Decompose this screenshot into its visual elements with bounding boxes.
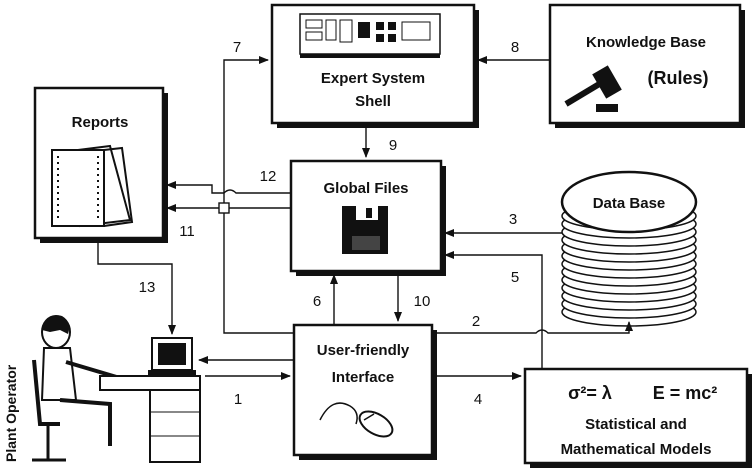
edge-label-6: 6 (313, 293, 321, 310)
circuit-board-icon (299, 13, 441, 58)
edge-13 (97, 243, 176, 335)
expert-system-shell-node: Expert System Shell (270, 3, 479, 128)
edge-label-4: 4 (474, 391, 482, 408)
edge-label-10: 10 (414, 293, 431, 310)
knowledge-base-node: Knowledge Base (Rules) (548, 3, 745, 128)
edge-7 (223, 56, 294, 334)
floppy-disk-icon (342, 206, 388, 254)
knowledge-base-line2: (Rules) (647, 68, 708, 88)
global-files-node: Global Files (289, 159, 446, 276)
edge-label-9: 9 (389, 137, 397, 154)
mouse-icon (319, 402, 394, 438)
edge-5 (444, 251, 543, 369)
edge-label-7: 7 (233, 39, 241, 56)
knowledge-base-line1: Knowledge Base (586, 34, 706, 51)
report-pages-icon (51, 144, 134, 228)
models-node: σ²= λ E = mc² Statistical and Mathematic… (523, 367, 752, 468)
expert-shell-line1: Expert System (321, 70, 425, 87)
data-base-node: Data Base (560, 170, 698, 327)
reports-node: Reports (33, 86, 168, 243)
formula-energy: E = mc² (653, 383, 718, 403)
edge-label-12: 12 (260, 168, 277, 185)
edge-label-2: 2 (472, 313, 480, 330)
gavel-icon (564, 65, 622, 112)
computer-terminal-icon (148, 337, 196, 376)
formula-variance: σ²= λ (568, 383, 612, 403)
edge-label-1: 1 (234, 391, 242, 408)
expert-shell-line2: Shell (355, 93, 391, 110)
interface-line2: Interface (332, 369, 395, 386)
junction-node (218, 202, 230, 214)
reports-label: Reports (72, 114, 129, 131)
edge-label-8: 8 (511, 39, 519, 56)
operator-icon (32, 315, 201, 463)
edge-2 (432, 321, 633, 334)
plant-operator: Plant Operator (3, 315, 201, 463)
edge-label-13: 13 (139, 279, 156, 296)
edge-12 (166, 181, 291, 194)
plant-operator-label: Plant Operator (3, 364, 19, 462)
global-files-label: Global Files (323, 180, 408, 197)
models-line1: Statistical and (585, 416, 687, 433)
edge-label-5: 5 (511, 269, 519, 286)
edge-label-3: 3 (509, 211, 517, 228)
edge-label-11: 11 (179, 223, 195, 240)
models-line2: Mathematical Models (561, 441, 712, 458)
interface-node: User-friendly Interface (292, 323, 437, 460)
interface-line1: User-friendly (317, 342, 410, 359)
data-base-label: Data Base (593, 195, 666, 212)
